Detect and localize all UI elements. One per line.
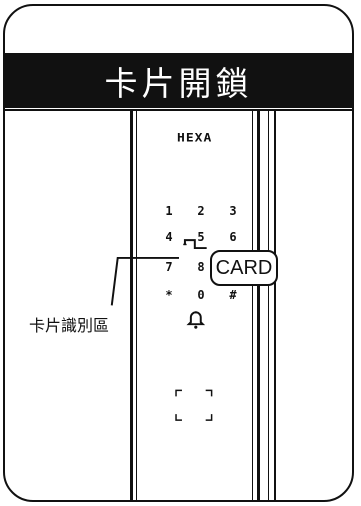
lock-right-inner-edge [252, 111, 253, 500]
key-hash: # [229, 288, 237, 302]
key-2: 2 [197, 204, 205, 218]
page-title: 卡片開鎖 [104, 63, 253, 103]
key-6: 6 [229, 230, 237, 244]
key-0: 0 [197, 288, 205, 302]
bell-icon [186, 311, 206, 329]
key-1: 1 [165, 204, 173, 218]
card-reader-icon [175, 389, 213, 421]
key-3: 3 [229, 204, 237, 218]
door-edge-line-2 [274, 111, 276, 500]
key-8: 8 [197, 260, 205, 274]
brand-logo: HEXA [177, 131, 213, 146]
key-5: 5 [197, 230, 205, 244]
card-label: CARD [210, 250, 278, 286]
title-bar: 卡片開鎖 [5, 53, 352, 108]
key-7: 7 [165, 260, 173, 274]
lock-right-edge [257, 111, 260, 500]
key-4: 4 [165, 230, 173, 244]
door-edge-line-1 [268, 111, 269, 500]
lock-left-edge [130, 111, 133, 500]
card-reader-area-label: 卡片識別區 [29, 312, 110, 336]
title-underline [5, 109, 352, 111]
key-star: * [165, 288, 173, 302]
lock-left-inner-edge [136, 111, 137, 500]
lock-illustration-frame: 卡片開鎖 HEXA 1 2 3 4 5 6 7 8 * 0 # CARD 卡片識… [3, 4, 354, 502]
